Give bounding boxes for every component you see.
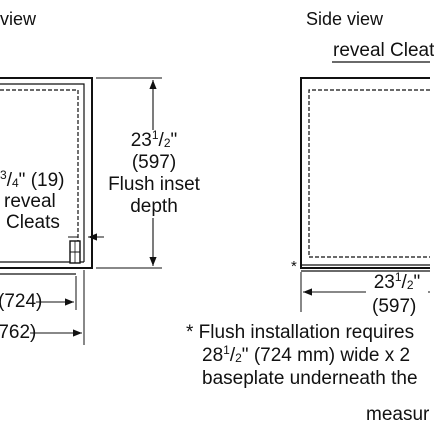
front-view-title: view xyxy=(0,9,37,29)
inset-depth-label: 231/2" (597) Flush inset depth xyxy=(106,128,202,218)
baseplate-asterisk: * xyxy=(291,258,297,275)
inset-depth-label-line1: Flush inset xyxy=(108,174,200,195)
overall-mm-label: (762) xyxy=(0,322,37,343)
footnote-line2: 281/2" (724 mm) wide x 2 xyxy=(202,343,411,366)
side-view-title: Side view xyxy=(306,9,384,29)
cleat-dimension: 3/4" (19) xyxy=(0,168,65,191)
front-view-cabinet xyxy=(0,77,93,275)
inset-depth-label-line2: depth xyxy=(130,196,178,217)
width-mm-label: (724) xyxy=(0,291,43,312)
cleat-label-line2: Cleats xyxy=(6,212,60,233)
side-depth-mm: (597) xyxy=(372,296,417,317)
side-depth-inches: 231/2" xyxy=(366,271,428,294)
inset-depth-mm: (597) xyxy=(131,152,177,173)
cleat-label-line1: reveal xyxy=(4,191,56,212)
inset-depth-inches: 231/2" xyxy=(130,128,178,151)
side-view-cabinet xyxy=(300,61,430,272)
reveal-cleat-label: reveal Cleat xyxy=(333,40,434,61)
footnote-line4: measur xyxy=(366,404,430,425)
footnote-line3: baseplate underneath the xyxy=(202,368,418,389)
footnote-line1: * Flush installation requires xyxy=(186,322,415,343)
